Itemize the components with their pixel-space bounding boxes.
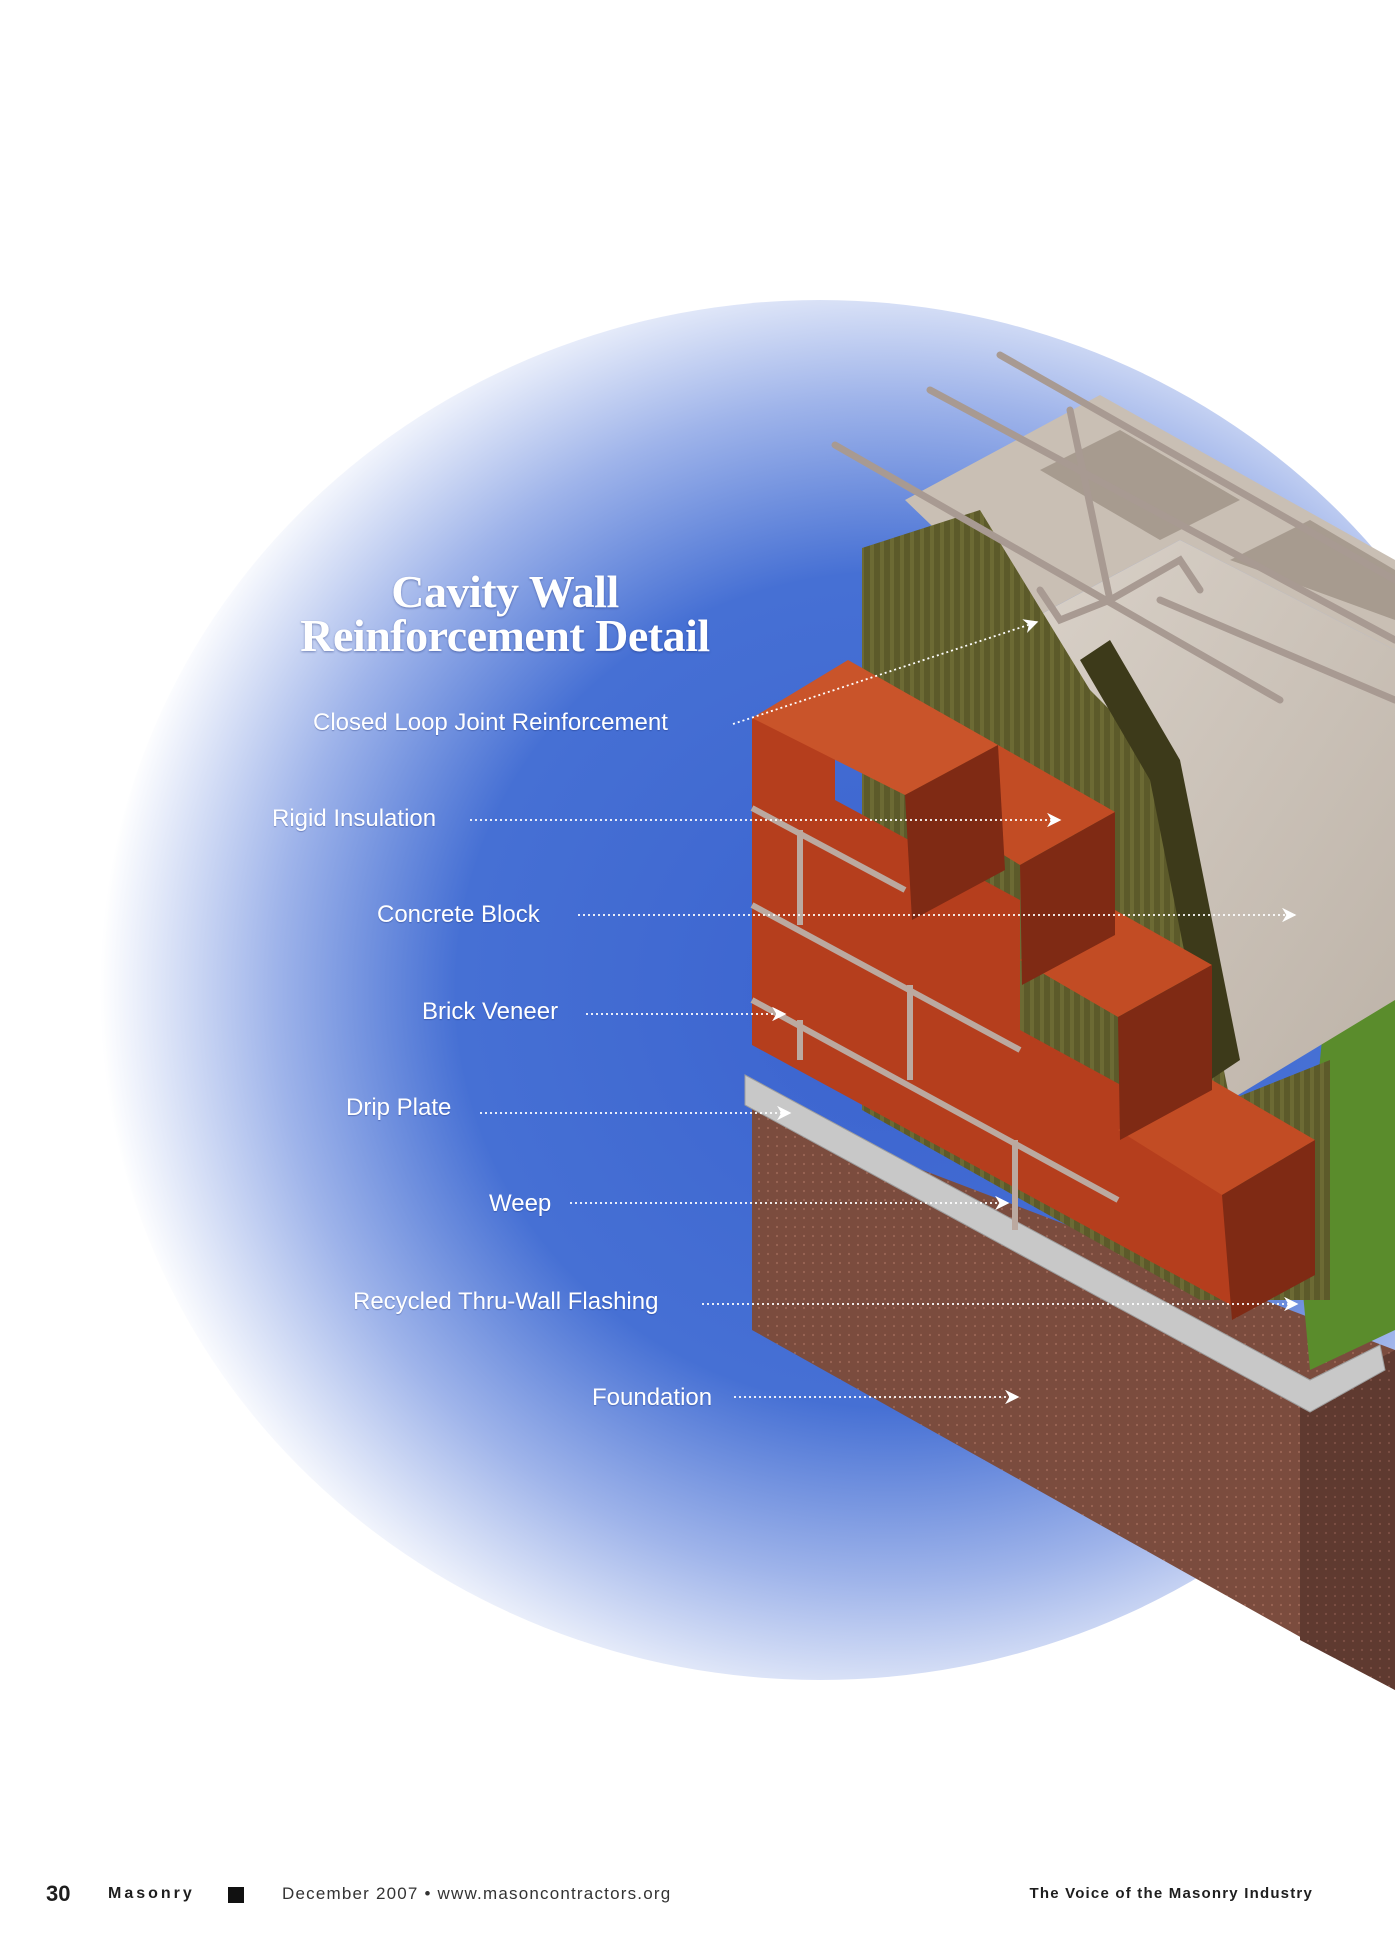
label-closed-loop-joint-reinforcement: Closed Loop Joint Reinforcement xyxy=(313,709,668,736)
page-number: 30 xyxy=(46,1881,71,1906)
label-brick-veneer: Brick Veneer xyxy=(422,998,559,1025)
issue-info: December 2007 • www.masoncontractors.org xyxy=(282,1884,672,1903)
magazine-tagline: The Voice of the Masonry Industry xyxy=(1029,1885,1313,1902)
label-rigid-insulation: Rigid Insulation xyxy=(272,805,437,832)
label-weep: Weep xyxy=(489,1190,552,1217)
foundation-front xyxy=(752,1105,1395,1690)
leader-closed-loop-joint-reinforcement xyxy=(732,619,1039,725)
drip-plate-shape xyxy=(744,1074,1386,1413)
brick-veneer-shape xyxy=(750,660,1315,1320)
magazine-name: Masonry xyxy=(108,1885,195,1902)
title-line-2: Reinforcement Detail xyxy=(300,610,710,661)
label-recycled-thru-wall-flashing: Recycled Thru-Wall Flashing xyxy=(353,1288,659,1315)
block-core-1 xyxy=(1040,430,1240,540)
block-core-2 xyxy=(1230,520,1395,620)
title-line-1: Cavity Wall xyxy=(391,566,619,617)
foundation-side xyxy=(1300,1350,1395,1690)
label-drip-plate: Drip Plate xyxy=(346,1094,452,1121)
footer-square-icon xyxy=(228,1887,244,1903)
joint-reinforcement-wires xyxy=(831,351,1395,704)
label-foundation: Foundation xyxy=(592,1384,713,1411)
diagram-title: Cavity Wall Reinforcement Detail xyxy=(230,566,780,661)
label-concrete-block: Concrete Block xyxy=(377,901,540,928)
